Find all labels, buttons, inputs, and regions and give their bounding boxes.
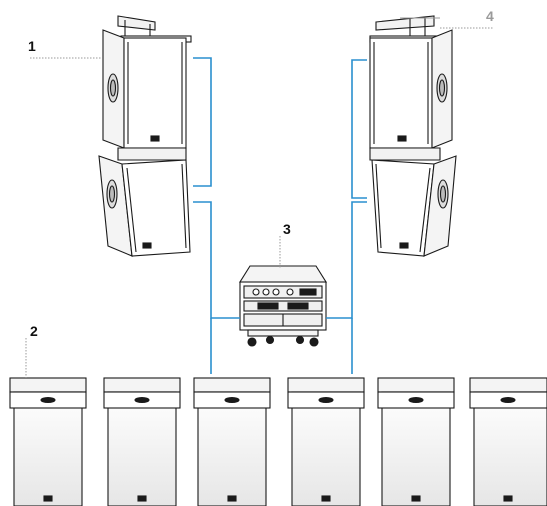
callout-2: 2: [30, 323, 38, 339]
speaker-module-right-lower: [369, 147, 457, 257]
line-array-left: [98, 15, 192, 257]
line-array-right: [369, 15, 457, 257]
subwoofer-5: [377, 377, 455, 506]
cable-left-upper: [193, 57, 212, 187]
speaker-module-right-upper: [369, 29, 453, 149]
cable-right-lower: [326, 201, 367, 319]
callout-1: 1: [28, 38, 36, 54]
subwoofer-3: [193, 377, 271, 506]
subwoofer-row: [9, 377, 547, 506]
signal-cables: [193, 57, 367, 374]
amplifier-rack: [239, 265, 327, 347]
subwoofer-2: [103, 377, 181, 506]
speaker-module-left-lower: [98, 147, 191, 257]
callout-leaders: [25, 27, 494, 378]
subwoofer-1: [9, 377, 87, 506]
cable-left-lower: [193, 201, 240, 319]
callout-4: 4: [486, 8, 494, 24]
subwoofer-6: [469, 377, 547, 506]
cable-right-upper: [351, 59, 367, 199]
subwoofer-4: [287, 377, 365, 506]
callout-3: 3: [283, 221, 291, 237]
rack-wheels: [247, 335, 319, 347]
speaker-module-left-upper: [102, 29, 187, 149]
